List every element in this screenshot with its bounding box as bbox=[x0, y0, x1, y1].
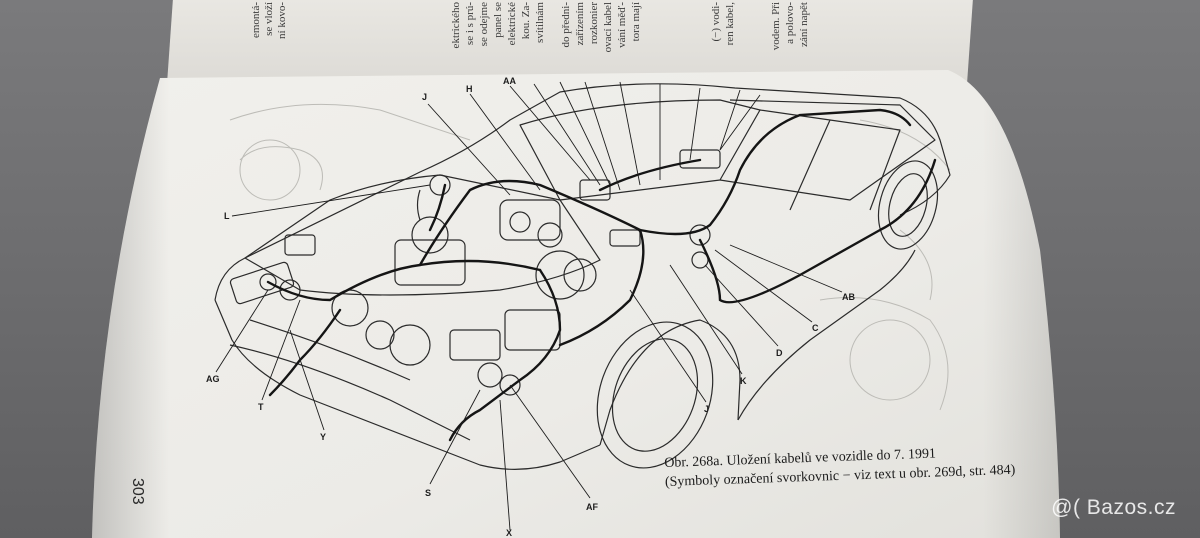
page-number: 303 bbox=[129, 478, 146, 505]
label-aa: AA bbox=[503, 76, 516, 86]
label-ag: AG bbox=[206, 374, 220, 384]
label-j-bottom: J bbox=[704, 404, 710, 414]
label-d: D bbox=[776, 348, 783, 358]
label-s: S bbox=[425, 488, 432, 498]
label-l: L bbox=[224, 211, 230, 221]
label-y: Y bbox=[320, 432, 327, 442]
watermark-logo: @( Bazos.cz bbox=[1051, 496, 1176, 519]
label-c: C bbox=[812, 323, 819, 333]
label-ab: AB bbox=[842, 292, 855, 302]
label-af: AF bbox=[586, 502, 598, 512]
label-x: X bbox=[506, 528, 513, 538]
label-t: T bbox=[258, 402, 264, 412]
label-h-top: H bbox=[466, 84, 473, 94]
label-k: K bbox=[740, 376, 747, 386]
label-j-top: J bbox=[422, 92, 428, 102]
